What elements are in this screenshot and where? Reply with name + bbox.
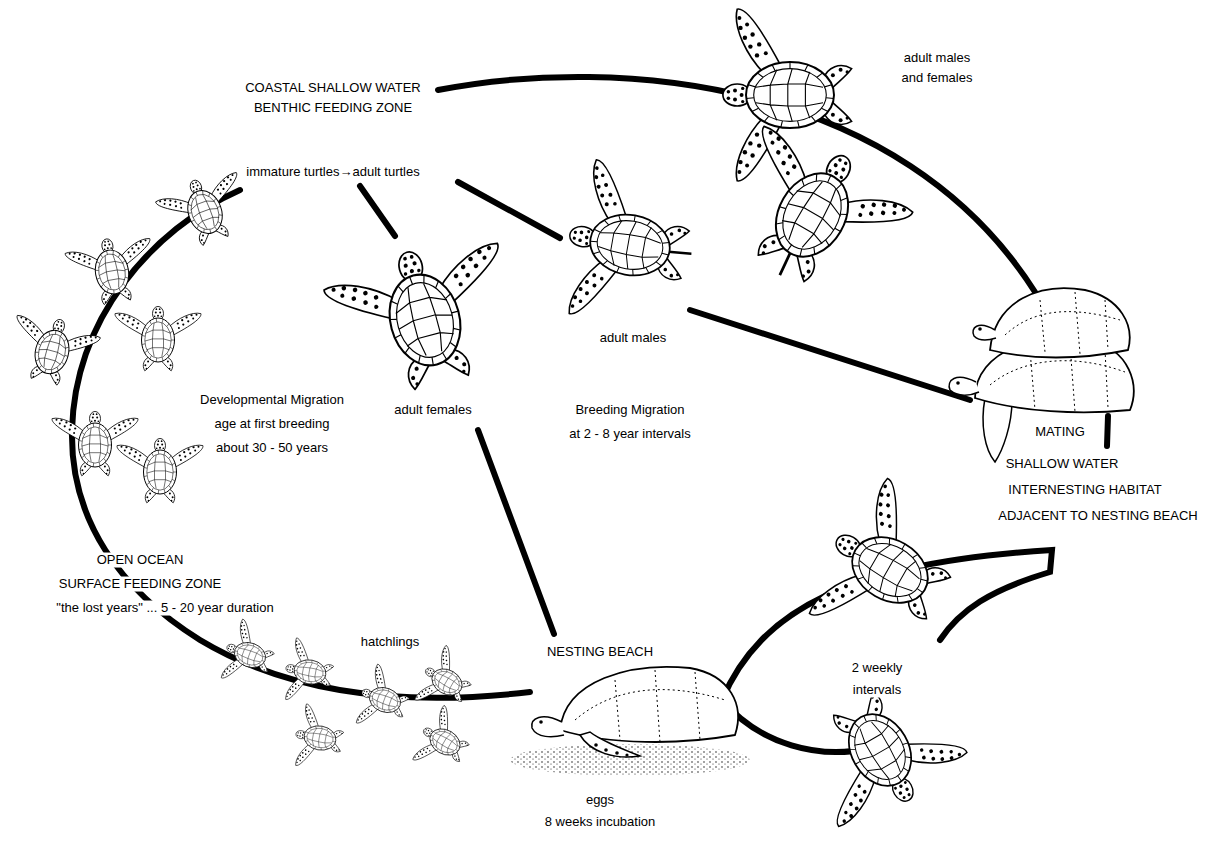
illustration-part [408, 703, 480, 781]
illustration-part [983, 398, 1012, 462]
illustration-part [690, 310, 970, 400]
illustration-part [604, 748, 608, 752]
illustration-part [117, 438, 203, 502]
illustration-part [153, 166, 256, 256]
illustration-part [990, 288, 1130, 357]
illustration-part [594, 743, 598, 747]
illustration-part [458, 182, 560, 238]
stage-label: Breeding Migration [573, 403, 686, 418]
stage-label: SURFACE FEEDING ZONE [57, 577, 224, 592]
stage-label: intervals [851, 683, 903, 698]
stage-label: and females [900, 71, 975, 86]
illustration-part [438, 77, 1035, 292]
stage-label: OPEN OCEAN [95, 553, 186, 568]
illustration-part [478, 430, 554, 634]
illustration-part [1005, 292, 1120, 354]
illustration-part [560, 667, 738, 742]
stage-label: about 30 - 50 years [214, 441, 330, 456]
illustration-part [615, 751, 619, 755]
illustration-part [703, 114, 920, 317]
adult-turtles [320, 9, 978, 837]
illustration-part [3, 308, 103, 392]
stage-label: eggs [584, 793, 616, 808]
illustration-part [320, 229, 528, 405]
illustration-part [360, 186, 395, 236]
illustration-part [539, 720, 543, 724]
illustration-part [625, 753, 628, 756]
stage-label: immature turtles→adult turtles [244, 165, 421, 180]
stage-label: Developmental Migration [198, 393, 346, 408]
stage-label: at 2 - 8 year intervals [567, 427, 692, 442]
illustration-part [64, 231, 160, 309]
illustration-part [281, 637, 338, 707]
illustration-part [973, 325, 996, 340]
stage-label: adult males [598, 331, 668, 346]
illustration-part [216, 617, 281, 692]
illustration-part [532, 717, 564, 737]
illustration-part [291, 703, 348, 773]
stage-label: "the lost years" ... 5 - 20 year duratio… [54, 601, 275, 616]
stage-label: COASTAL SHALLOW WATER [243, 81, 423, 96]
illustration-part [556, 157, 704, 332]
nesting-turtle [510, 667, 750, 776]
stage-label: adult females [392, 403, 473, 418]
illustration-part [789, 667, 973, 837]
illustration-part [1107, 416, 1108, 446]
illustration-part [798, 472, 977, 666]
stage-label: SHALLOW WATER [1004, 457, 1121, 472]
illustration-part [575, 670, 725, 742]
illustration-part [978, 327, 982, 331]
hatchling-turtles [216, 617, 482, 780]
mating-turtles [949, 288, 1133, 462]
illustration-part [351, 662, 416, 737]
stage-label: 8 weeks incubation [543, 815, 658, 830]
stage-label: 2 weekly [850, 661, 905, 676]
stage-label: age at first breeding [213, 417, 332, 432]
stage-label: INTERNESTING HABITAT [1006, 483, 1163, 498]
illustration-part [115, 306, 201, 370]
illustration-part [949, 377, 979, 395]
illustration-part [594, 743, 628, 756]
stage-label: MATING [1033, 425, 1087, 440]
stage-label: adult males [902, 51, 972, 66]
illustration-part [72, 190, 530, 698]
stage-label: hatchlings [359, 635, 422, 650]
illustration-part [580, 732, 640, 757]
stage-label: ADJACENT TO NESTING BEACH [996, 509, 1199, 524]
illustration-part [510, 744, 750, 776]
stage-label: BENTHIC FEEDING ZONE [252, 101, 414, 116]
stage-label: NESTING BEACH [545, 645, 655, 660]
illustration-part [52, 411, 138, 475]
cycle-lines [72, 77, 1108, 752]
illustration-part [956, 381, 960, 385]
